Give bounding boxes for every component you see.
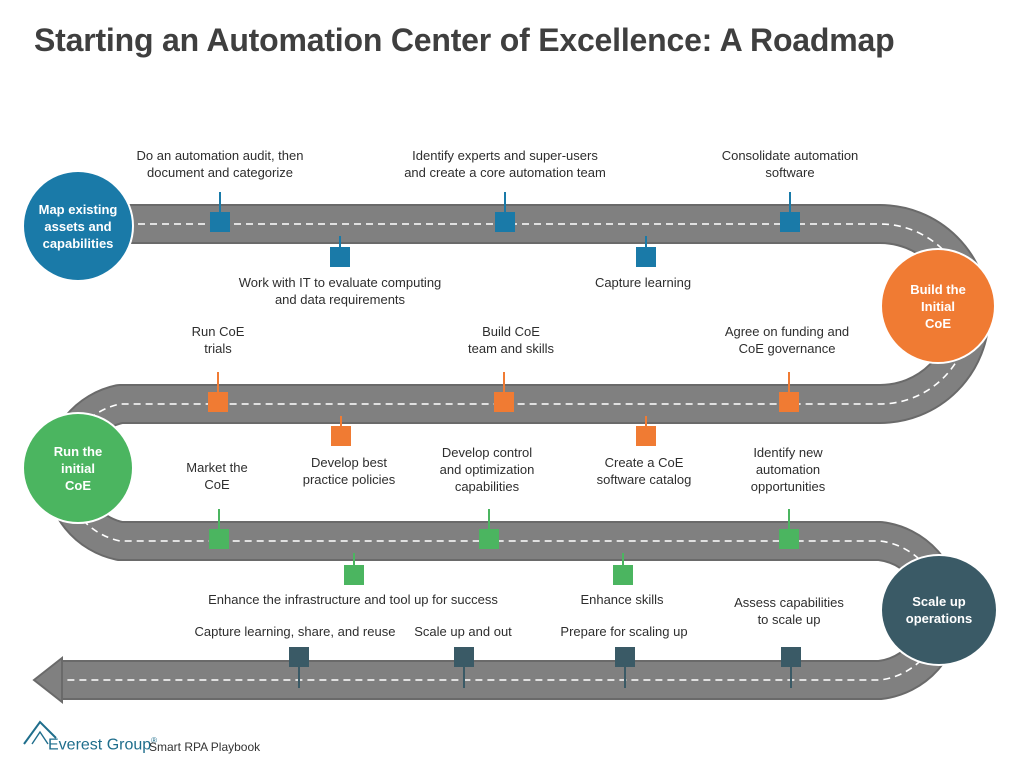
milestone-label: Create a CoE software catalog (596, 455, 692, 487)
brand-name: Everest Group® (48, 736, 158, 754)
phase-circle-map: Map existing assets and capabilities (22, 170, 134, 282)
milestone-marker (210, 212, 230, 232)
milestone-marker (781, 647, 801, 667)
phase-circle-run: Run the initial CoE (22, 412, 134, 524)
milestone-marker (615, 647, 635, 667)
milestone-label: Market the CoE (186, 460, 248, 492)
milestone-label: Capture learning (594, 275, 692, 290)
milestone-label: Do an automation audit, then document an… (136, 148, 304, 180)
milestone-label: Build CoE team and skills (468, 324, 554, 356)
milestone-marker (636, 247, 656, 267)
milestone-marker (344, 565, 364, 585)
milestone-marker (289, 647, 309, 667)
milestone-label: Identify experts and super-users and cre… (404, 148, 606, 180)
phase-circle-build: Build the Initial CoE (880, 248, 996, 364)
milestone-label: Run CoE trials (191, 324, 245, 356)
milestone-marker (208, 392, 228, 412)
milestone-label: Scale up and out (414, 624, 512, 639)
milestone-marker (779, 392, 799, 412)
trademark-symbol: ® (151, 736, 158, 745)
milestone-marker (613, 565, 633, 585)
milestone-label: Assess capabilities to scale up (734, 595, 844, 627)
milestone-label: Develop control and optimization capabil… (439, 445, 535, 494)
road-arrow-head (32, 655, 63, 705)
milestone-marker (331, 426, 351, 446)
milestone-marker (495, 212, 515, 232)
milestone-label: Identify new automation opportunities (750, 445, 826, 494)
milestone-marker (636, 426, 656, 446)
milestone-label: Consolidate automation software (721, 148, 859, 180)
milestone-label: Agree on funding and CoE governance (724, 324, 850, 356)
mountain-peak-icon (23, 720, 57, 745)
phase-circle-scale: Scale up operations (880, 554, 998, 666)
milestone-marker (494, 392, 514, 412)
milestone-label: Enhance skills (580, 592, 664, 607)
milestone-label: Enhance the infrastructure and tool up f… (208, 592, 498, 607)
milestone-marker (209, 529, 229, 549)
milestone-marker (780, 212, 800, 232)
milestone-label: Develop best practice policies (302, 455, 396, 487)
milestone-label: Work with IT to evaluate computing and d… (238, 275, 442, 307)
footer: Everest Group® Smart RPA Playbook (22, 718, 322, 758)
milestone-label: Prepare for scaling up (560, 624, 688, 639)
publication-title: Smart RPA Playbook (149, 740, 261, 754)
milestone-marker (454, 647, 474, 667)
milestone-marker (779, 529, 799, 549)
page-title: Starting an Automation Center of Excelle… (34, 22, 895, 58)
milestone-label: Capture learning, share, and reuse (194, 624, 396, 639)
milestone-marker (330, 247, 350, 267)
milestone-marker (479, 529, 499, 549)
